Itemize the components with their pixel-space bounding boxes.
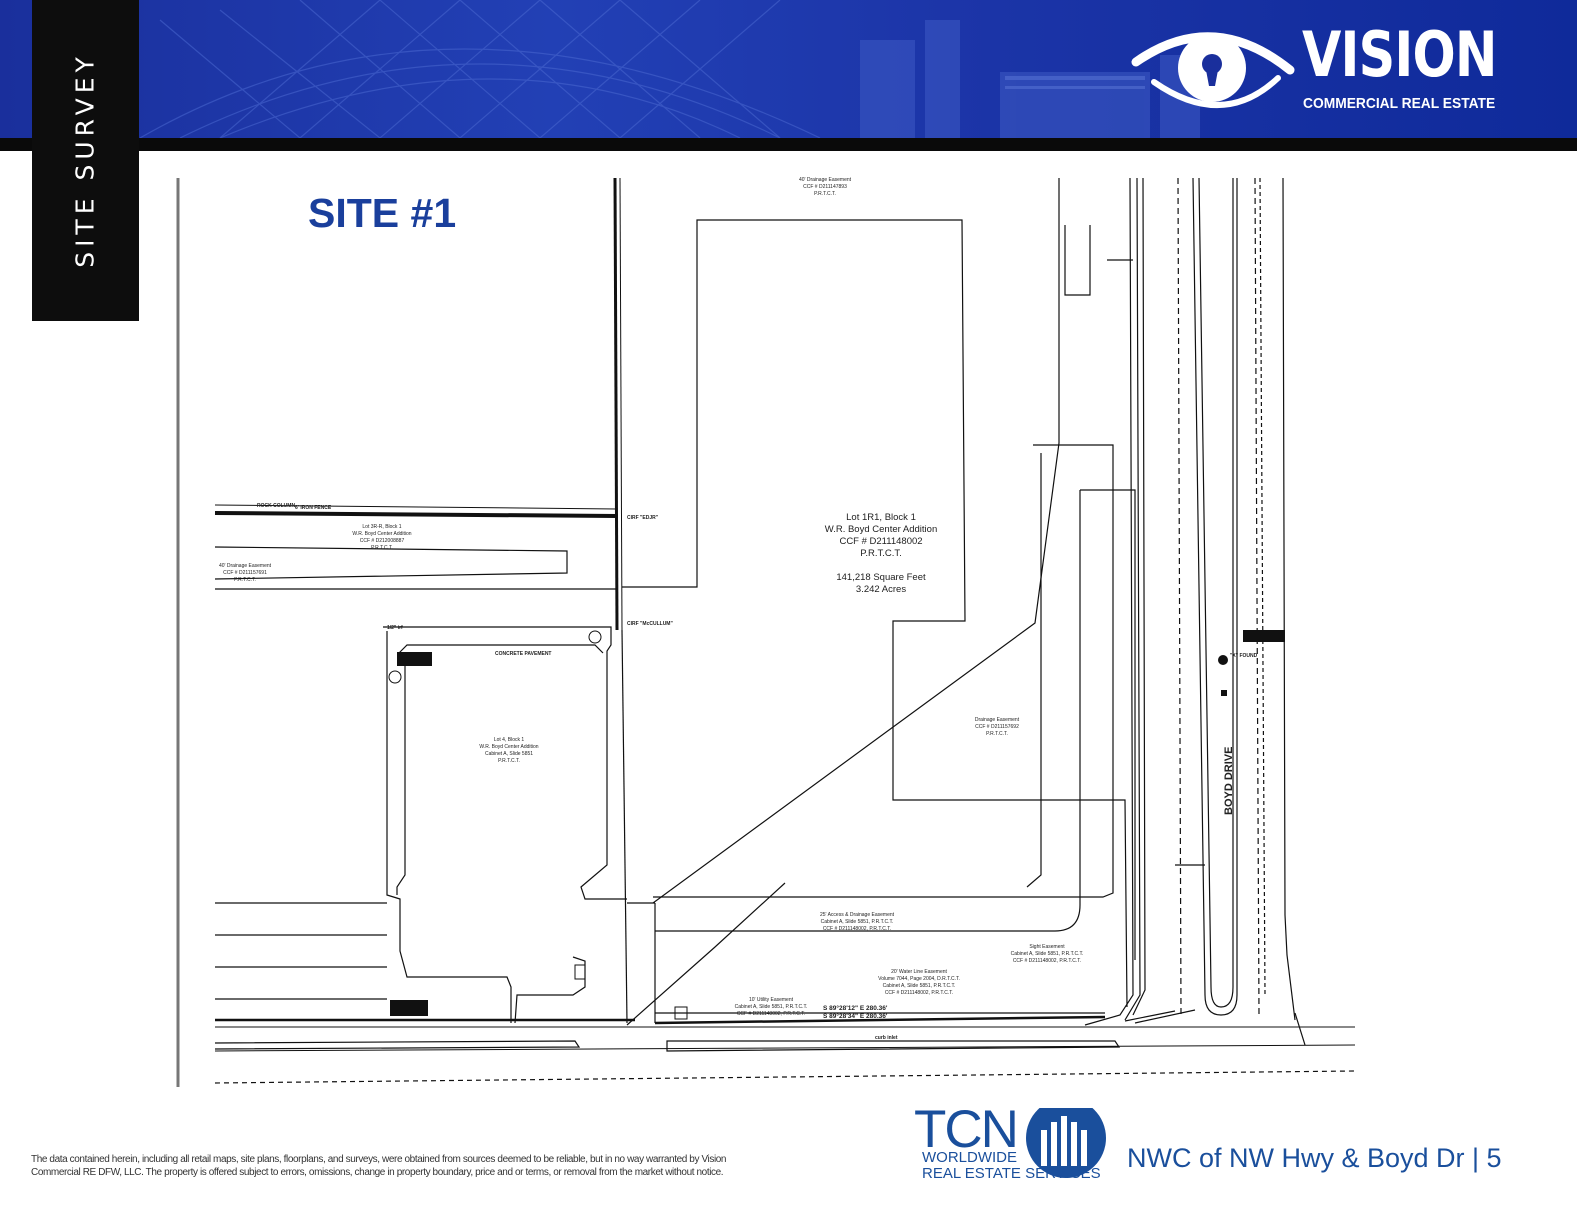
mark-cirf-edjr: CIRF "EDJR" [627,515,659,521]
utility-easement-line-2: Cabinet A, Slide 5851, P.R.T.C.T. [735,1004,808,1010]
legal-disclaimer: The data contained herein, including all… [31,1154,727,1178]
lot-top-line-1: Lot 3R-R, Block 1 [362,524,401,530]
header-divider-bar [0,138,1577,151]
lot-main-line-1: Lot 1R1, Block 1 [846,512,916,523]
drainage-mid-line-3: P.R.T.C.T. [986,731,1008,737]
mark-curb-inlet: curb inlet [875,1035,898,1041]
drainage-left-line-1: 40' Drainage Easement [219,563,272,569]
lot-main-area-sqft: 141,218 Square Feet [836,572,926,583]
site-title: SITE #1 [308,190,457,236]
bearing-line-2: S 89°28'34" E 280.36' [823,1012,888,1020]
lot-left-line-1: Lot 4, Block 1 [494,737,525,743]
tcn-real-estate-services: REAL ESTATE SERVICES [922,1165,1101,1182]
lot-left-line-4: P.R.T.C.T. [498,758,520,764]
drainage-top-line-1: 40' Drainage Easement [799,177,852,183]
mark-concrete: CONCRETE PAVEMENT [495,651,551,657]
utility-easement-line-1: 10' Utility Easement [749,997,794,1003]
sight-easement-line-2: Cabinet A, Slide 5851, P.R.T.C.T. [1011,951,1084,957]
tcn-wordmark: TCN [914,1100,1019,1159]
header-banner [0,0,1577,138]
access-easement-line-3: CCF # D211148002, P.R.T.C.T. [823,926,891,932]
brand-tagline: COMMERCIAL REAL ESTATE [1303,95,1496,112]
utility-easement-line-3: CCF # D211148002, P.R.T.C.T. [737,1011,805,1017]
lot-main-line-2: W.R. Boyd Center Addition [825,524,937,535]
mark-rock-column: ROCK COLUMN [257,503,295,509]
lot-main-line-3: CCF # D211148002 [839,536,922,547]
tcn-worldwide: WORLDWIDE [922,1149,1017,1166]
mark-found: "X" FOUND [1230,653,1258,659]
water-easement-line-3: Cabinet A, Slide 5851, P.R.T.C.T. [883,983,956,989]
site-survey-plat: Lot 1R1, Block 1 W.R. Boyd Center Additi… [176,177,1356,1087]
water-easement-line-4: CCF # D211148002, P.R.T.C.T. [885,990,953,996]
lot-left-line-2: W.R. Boyd Center Addition [479,744,538,750]
drainage-top-line-3: P.R.T.C.T. [814,191,836,197]
mark-cirf-mccullum: CIRF "McCULLUM" [627,621,673,627]
lot-top-line-3: CCF # D212008887 [360,538,405,544]
section-tab-label: SITE SURVEY [70,52,100,268]
lot-top-line-4: P.R.T.C.T. [371,545,393,551]
access-easement-line-2: Cabinet A, Slide 5851, P.R.T.C.T. [821,919,894,925]
sight-easement-line-3: CCF # D211148002, P.R.T.C.T. [1013,958,1081,964]
drainage-left-line-3: P.R.T.C.T. [234,577,256,583]
header-skyline-art [139,0,1200,138]
street-label-boyd-drive: BOYD DRIVE [1223,747,1235,815]
access-easement-line-1: 25' Access & Drainage Easement [820,912,895,918]
drainage-mid-line-2: CCF # D211157692 [975,724,1019,730]
lot-main-area-acres: 3.242 Acres [856,584,906,595]
lot-main-line-4: P.R.T.C.T. [860,548,902,559]
bearing-line-1: S 89°28'12" E 280.36' [823,1004,888,1012]
drainage-top-line-2: CCF # D211147893 [803,184,847,190]
drainage-mid-line-1: Drainage Easement [975,717,1020,723]
page-footer-title: NWC of NW Hwy & Boyd Dr | 5 [1127,1143,1502,1173]
tcn-globe-logo-icon [1026,1108,1106,1178]
lot-left-line-3: Cabinet A, Slide 5851 [485,751,533,757]
mark-iron-fence: 6' IRON FENCE [295,505,332,511]
drainage-left-line-2: CCF # D211157691 [223,570,267,576]
section-tab: SITE SURVEY [32,0,139,321]
lot-top-line-2: W.R. Boyd Center Addition [352,531,411,537]
sight-easement-line-1: Sight Easement [1029,944,1065,950]
water-easement-line-2: Volume 7044, Page 2004, D.R.T.C.T. [878,976,960,982]
mark-half-irf: 1/2" irf [387,625,403,631]
vision-eye-logo-icon [1131,32,1295,109]
water-easement-line-1: 20' Water Line Easement [891,969,947,975]
brand-wordmark: VISION [1302,18,1497,91]
